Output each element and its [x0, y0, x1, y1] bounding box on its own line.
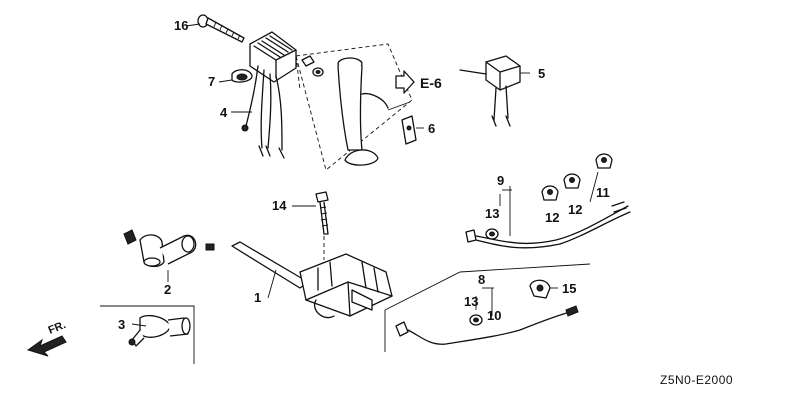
callout-10: 10 [487, 308, 501, 323]
clip-12a [541, 185, 559, 201]
callout-1: 1 [254, 290, 261, 305]
callout-7: 7 [208, 74, 215, 89]
regulator-rectifier [197, 14, 297, 159]
coil-body [231, 191, 393, 319]
callout-5: 5 [538, 66, 545, 81]
reference-label: E-6 [420, 75, 442, 91]
callout-15: 15 [562, 281, 576, 296]
callout-12-left: 12 [545, 210, 559, 225]
drawing-code: Z5N0-E2000 [660, 373, 733, 387]
bolt-16 [197, 14, 245, 43]
plug-cap-2 [105, 177, 215, 282]
clip-15 [529, 279, 558, 299]
clip-12b [563, 173, 581, 189]
callout-3: 3 [118, 317, 125, 332]
callout-12-right: 12 [568, 202, 582, 217]
reference-arrow: E-6 [395, 70, 442, 94]
grommet-7 [231, 69, 253, 83]
callout-16: 16 [174, 18, 188, 33]
callout-13-upper: 13 [485, 206, 499, 221]
bracket-6 [401, 115, 424, 145]
plug-cap-3 [128, 314, 191, 347]
callout-8: 8 [478, 272, 485, 287]
callout-9: 9 [497, 173, 504, 188]
filler-box [295, 43, 413, 171]
bolt-nut [301, 55, 324, 77]
part-5 [459, 55, 530, 127]
filler-pipe [337, 57, 389, 166]
wire-8 [395, 305, 579, 345]
callout-11: 11 [596, 185, 610, 200]
direction-arrow: FR. [26, 319, 68, 357]
clip-11 [595, 153, 613, 169]
callout-2: 2 [164, 282, 171, 297]
callout-14: 14 [272, 198, 287, 213]
callout-6: 6 [428, 121, 435, 136]
harness-9 [465, 201, 631, 249]
callout-4: 4 [220, 105, 228, 120]
direction-label: FR. [47, 319, 68, 337]
callout-13-lower: 13 [464, 294, 478, 309]
